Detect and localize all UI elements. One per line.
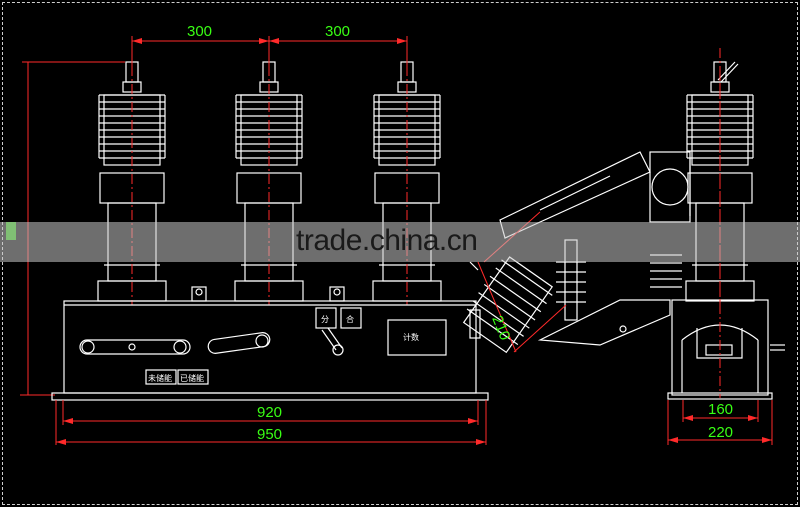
open-symbol: 分	[321, 315, 329, 324]
insulator-pole-b	[234, 48, 304, 305]
insulator-pole-c	[372, 48, 442, 305]
mechanism-housing: 分 合 计数 未储能 已储能	[51, 286, 489, 401]
side-dimensions: 160 220	[667, 400, 773, 445]
pitch-dimension: 300 300	[131, 23, 408, 70]
watermark-text: trade.china.cn	[296, 224, 478, 257]
side-outer-label: 220	[708, 424, 733, 441]
insulator-poles	[97, 48, 442, 305]
side-inner-label: 160	[708, 401, 733, 418]
not-stored-label: 未储能	[148, 373, 172, 383]
side-insulator	[685, 48, 755, 305]
outer-width-label: 950	[257, 426, 282, 443]
insulator-pole-side	[685, 48, 755, 305]
close-indicator	[340, 307, 362, 329]
watermark-band	[0, 222, 800, 262]
stored-label: 已储能	[180, 373, 204, 383]
insulator-pole-a	[97, 48, 167, 305]
width-dimensions: 920 950	[55, 400, 487, 445]
pitch-left-label: 300	[187, 23, 212, 40]
close-symbol: 合	[346, 314, 354, 324]
pitch-right-label: 300	[325, 23, 350, 40]
counter-label: 计数	[403, 332, 419, 342]
inner-width-label: 920	[257, 404, 282, 421]
counter-window	[387, 319, 447, 356]
open-indicator	[315, 307, 337, 329]
